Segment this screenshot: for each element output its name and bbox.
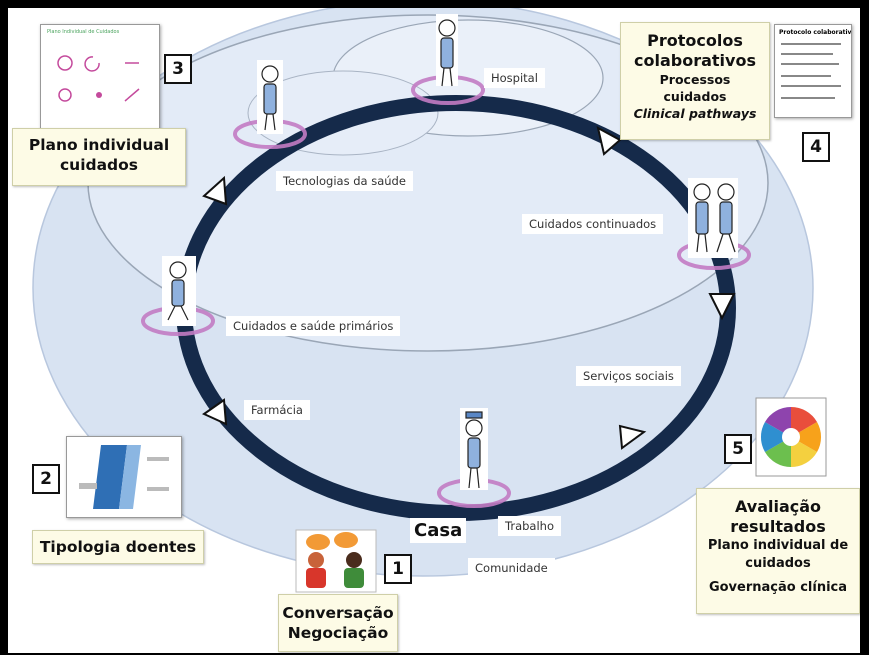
arrow-right-top	[596, 126, 622, 156]
avaliacao-line5: Governação clínica	[708, 580, 848, 595]
arrow-right-mid	[708, 293, 736, 321]
care-cycle-diagram	[32, 8, 827, 593]
conversation-people-icon	[295, 529, 377, 593]
avaliacao-line3: Plano individual de	[707, 538, 849, 553]
protocolos-sub2: cuidados	[663, 89, 727, 104]
tipologia-note: Tipologia doentes	[32, 530, 204, 564]
node-label-cuidados-primarios: Cuidados e saúde primários	[226, 316, 401, 336]
arrow-left-bottom	[201, 398, 228, 426]
care-plan-document-title: Plano Individual de Cuidados	[47, 29, 120, 35]
outcome-wheel-icon	[760, 407, 822, 467]
step-number-2: 2	[32, 464, 60, 494]
protocol-document-title: Protocolo colaborativo	[779, 29, 851, 36]
node-label-hospital: Hospital	[484, 68, 545, 88]
protocol-document: Protocolo colaborativo	[774, 24, 852, 118]
plano-individual-note: Plano individual cuidados	[12, 128, 186, 186]
care-plan-document: Plano Individual de Cuidados	[40, 24, 160, 130]
care-plan-doc-icons	[57, 55, 140, 102]
plano-line1: Plano individual	[28, 136, 170, 154]
protocolos-sub1: Processos	[659, 72, 731, 87]
node-label-casa: Casa	[410, 518, 467, 543]
avaliacao-line1: Avaliação	[734, 497, 822, 516]
plano-line2: cuidados	[59, 156, 139, 174]
person-icon-casa	[460, 408, 488, 490]
protocolos-line1: Protocolos	[647, 31, 743, 50]
step-number-5: 5	[724, 434, 752, 464]
avaliacao-line2: resultados	[730, 517, 826, 536]
node-label-comunidade: Comunidade	[468, 558, 555, 578]
step-number-1: 1	[384, 554, 412, 584]
conversacao-line1: Conversação	[282, 604, 394, 622]
protocolos-sub3: Clinical pathways	[633, 106, 757, 121]
person-icon-continuados	[688, 178, 738, 258]
diagram-canvas: Plano Individual de Cuidados 3 Plano ind…	[8, 8, 860, 653]
avaliacao-line4: cuidados	[745, 556, 811, 571]
conversacao-line2: Negociação	[287, 624, 389, 642]
step-number-4: 4	[802, 132, 830, 162]
protocolos-line2: colaborativos	[634, 51, 756, 70]
avaliacao-note: Avaliação resultados Plano individual de…	[696, 488, 860, 614]
patient-typology-chart	[66, 436, 182, 518]
person-icon-primarios	[162, 256, 196, 326]
protocolos-note: Protocolos colaborativos Processos cuida…	[620, 22, 770, 140]
node-label-tecnologias: Tecnologias da saúde	[276, 171, 413, 191]
node-label-cuidados-continuados: Cuidados continuados	[522, 214, 664, 234]
arrow-right-bottom	[618, 424, 647, 450]
node-label-servicos-sociais: Serviços sociais	[576, 366, 681, 386]
typology-chart-graphic	[79, 445, 169, 509]
arrow-left-top	[202, 175, 228, 206]
node-label-farmacia: Farmácia	[244, 400, 310, 420]
person-icon-hospital	[436, 14, 458, 87]
person-icon-tecnologias	[257, 60, 283, 134]
node-label-trabalho: Trabalho	[498, 516, 561, 536]
step-number-3: 3	[164, 54, 192, 84]
conversacao-note: Conversação Negociação	[278, 594, 398, 652]
